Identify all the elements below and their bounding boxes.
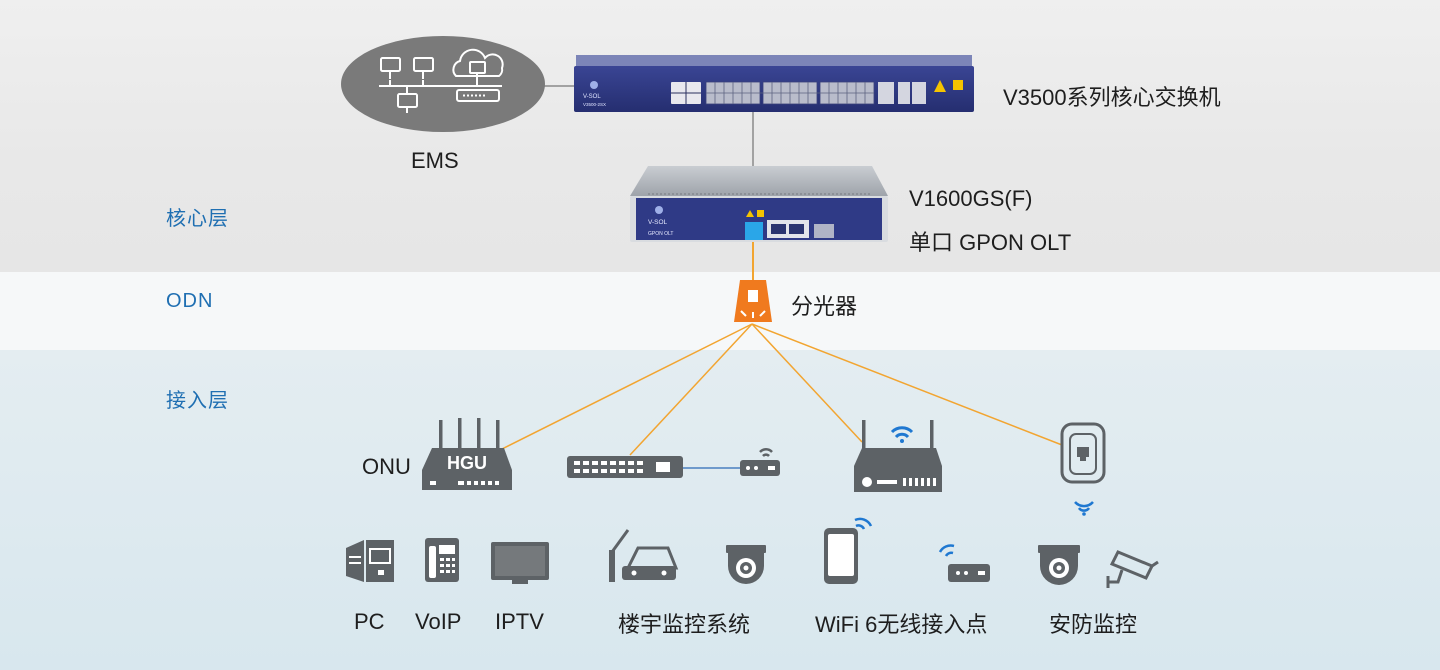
pc-label: PC: [354, 609, 385, 634]
hgu-label: HGU: [447, 453, 487, 473]
olt-caption: GPON OLT: [648, 231, 673, 237]
splitter-icon: [734, 280, 772, 322]
dome-camera-2-icon: [1038, 545, 1080, 585]
iptv-label: IPTV: [495, 609, 544, 634]
splitter-label: 分光器: [791, 294, 858, 319]
small-router-icon: [938, 544, 990, 582]
core-switch-label: V3500系列核心交换机: [1003, 85, 1221, 110]
dome-camera-icon: [726, 545, 766, 584]
fiber-to-onu: [499, 323, 753, 451]
modem-icon: [740, 448, 780, 476]
wifi-ap-icon: [854, 420, 942, 492]
ems-label: EMS: [411, 148, 459, 173]
voip-phone-icon: [425, 538, 459, 582]
bullet-camera-icon: [1106, 550, 1159, 588]
olt-device: V-SOL GPON OLT: [630, 166, 888, 242]
wifi6-ap-label: WiFi 6无线接入点: [815, 612, 988, 637]
hgu-router-icon: HGU: [422, 418, 512, 490]
odn-layer-label: ODN: [166, 290, 214, 312]
olt-label-line2: 单口 GPON OLT: [909, 230, 1072, 255]
olt-brand: V-SOL: [648, 219, 668, 226]
vehicle-antenna-icon: [609, 529, 679, 582]
security-monitoring-label: 安防监控: [1049, 612, 1138, 637]
core-layer-label: 核心层: [166, 208, 229, 230]
tv-icon: [491, 542, 549, 584]
core-switch-device: V-SOL V3500-2SX: [574, 55, 974, 112]
ems-icon-group: [341, 36, 545, 132]
fiber-to-security: [751, 323, 1063, 446]
voip-label: VoIP: [415, 609, 462, 634]
access-layer-label: 接入层: [166, 390, 229, 412]
ethernet-switch-icon: [567, 456, 683, 478]
fiber-to-wifi-ap: [751, 323, 863, 443]
building-monitoring-label: 楼宇监控系统: [618, 612, 751, 637]
pc-icon: [346, 540, 394, 582]
access-layer-band: [0, 350, 1440, 670]
olt-label-line1: V1600GS(F): [909, 186, 1033, 211]
odn-layer-band: [0, 272, 1440, 350]
switch-brand: V-SOL: [583, 94, 601, 100]
fiber-to-switch: [629, 323, 753, 456]
onu-label: ONU: [362, 454, 411, 479]
switch-model: V3500-2SX: [583, 102, 606, 107]
smartphone-icon: [824, 517, 873, 584]
wall-ap-icon: [1060, 422, 1106, 516]
